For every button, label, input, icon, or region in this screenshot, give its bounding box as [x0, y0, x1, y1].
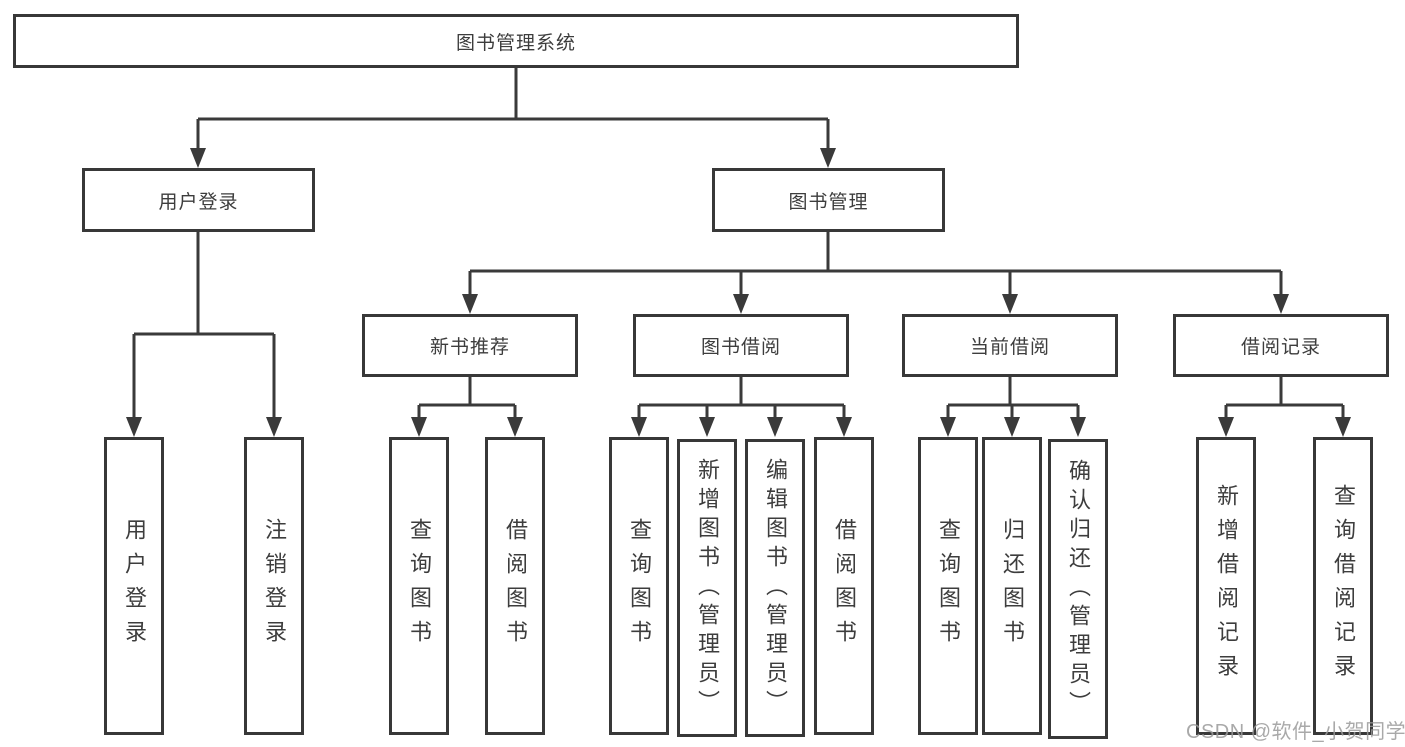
node-current-borrowing: 当前借阅: [902, 314, 1118, 377]
leaf-borrow-books: 借阅图书: [485, 437, 545, 735]
leaf-edit-books-admin: 编辑图书（管理员）: [745, 439, 805, 737]
node-book-borrowing: 图书借阅: [633, 314, 849, 377]
node-new-book-recommendation: 新书推荐: [362, 314, 578, 377]
leaf-logout: 注销登录: [244, 437, 304, 735]
leaf-query-books: 查询图书: [918, 437, 978, 735]
leaf-borrow-books: 借阅图书: [814, 437, 874, 735]
node-user-login: 用户登录: [82, 168, 315, 232]
leaf-add-borrow-record: 新增借阅记录: [1196, 437, 1256, 735]
leaf-return-books: 归还图书: [982, 437, 1042, 735]
node-book-management: 图书管理: [712, 168, 945, 232]
watermark: CSDN @软件_小贺同学: [1186, 721, 1405, 743]
leaf-query-books: 查询图书: [609, 437, 669, 735]
leaf-confirm-return-admin: 确认归还（管理员）: [1048, 439, 1108, 739]
leaf-user-login: 用户登录: [104, 437, 164, 735]
leaf-add-books-admin: 新增图书（管理员）: [677, 439, 737, 737]
leaf-query-borrow-record: 查询借阅记录: [1313, 437, 1373, 735]
node-borrowing-records: 借阅记录: [1173, 314, 1389, 377]
node-library-management-system: 图书管理系统: [13, 14, 1019, 68]
leaf-query-books: 查询图书: [389, 437, 449, 735]
